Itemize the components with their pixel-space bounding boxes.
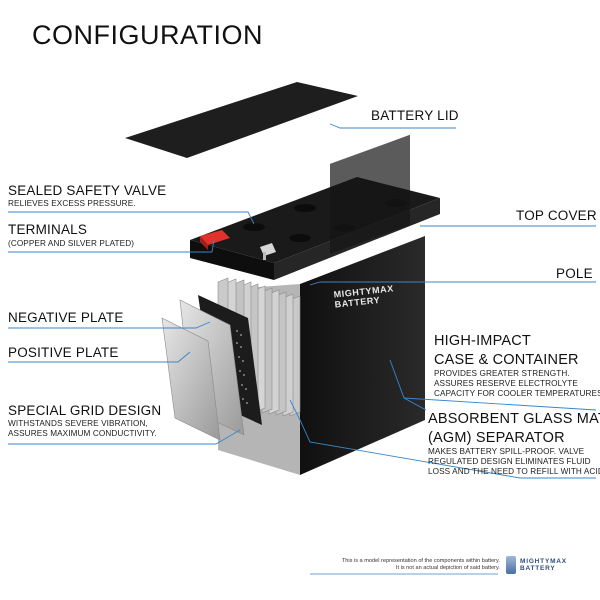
battery-logo-icon <box>506 556 516 574</box>
logo-line1: MIGHTYMAX <box>520 557 567 565</box>
case-container <box>300 236 425 475</box>
label-high-impact-1: HIGH-IMPACT <box>434 333 531 349</box>
label-negative-plate: NEGATIVE PLATE <box>8 310 124 325</box>
label-high-impact-2: CASE & CONTAINER <box>434 352 579 368</box>
desc-agm-3: LOSS AND THE NEED TO REFILL WITH ACID. <box>428 467 600 476</box>
desc-sealed-safety-valve: RELIEVES EXCESS PRESSURE. <box>8 199 136 208</box>
logo-line2: BATTERY <box>520 565 556 572</box>
label-agm-2: (AGM) SEPARATOR <box>428 430 565 446</box>
label-agm-1: ABSORBENT GLASS MAT <box>428 411 600 427</box>
desc-agm-1: MAKES BATTERY SPILL-PROOF. VALVE <box>428 447 585 456</box>
battery-lid <box>125 82 358 158</box>
disclaimer-line1: This is a model representation of the co… <box>341 558 500 564</box>
desc-agm-2: REGULATED DESIGN ELIMINATES FLUID <box>428 457 591 466</box>
label-special-grid-design: SPECIAL GRID DESIGN <box>8 403 162 418</box>
brand-logo: MIGHTYMAX BATTERY <box>506 554 586 576</box>
label-top-cover: TOP COVER <box>516 208 597 223</box>
disclaimer-line2: It is not an actual depiction of said ba… <box>395 565 500 571</box>
desc-special-grid-1: WITHSTANDS SEVERE VIBRATION, <box>8 419 148 428</box>
desc-terminals: (COPPER AND SILVER PLATED) <box>8 239 135 248</box>
valve-hole <box>243 223 265 231</box>
label-sealed-safety-valve: SEALED SAFETY VALVE <box>8 183 167 198</box>
label-positive-plate: POSITIVE PLATE <box>8 345 119 360</box>
label-battery-lid: BATTERY LID <box>371 108 459 123</box>
label-pole: POLE <box>556 266 593 281</box>
disclaimer: This is a model representation of the co… <box>300 558 500 572</box>
desc-high-impact-1: PROVIDES GREATER STRENGTH. <box>434 369 570 378</box>
leader-lines <box>8 123 597 479</box>
terminal-positive <box>260 243 276 260</box>
page-title: CONFIGURATION <box>32 20 263 50</box>
desc-high-impact-3: CAPACITY FOR COOLER TEMPERATURES. <box>434 389 600 398</box>
desc-special-grid-2: ASSURES MAXIMUM CONDUCTIVITY. <box>8 429 157 438</box>
label-terminals: TERMINALS <box>8 222 88 237</box>
terminal-negative <box>200 230 230 250</box>
desc-high-impact-2: ASSURES RESERVE ELECTROLYTE <box>434 379 578 388</box>
positive-plate <box>161 317 221 441</box>
